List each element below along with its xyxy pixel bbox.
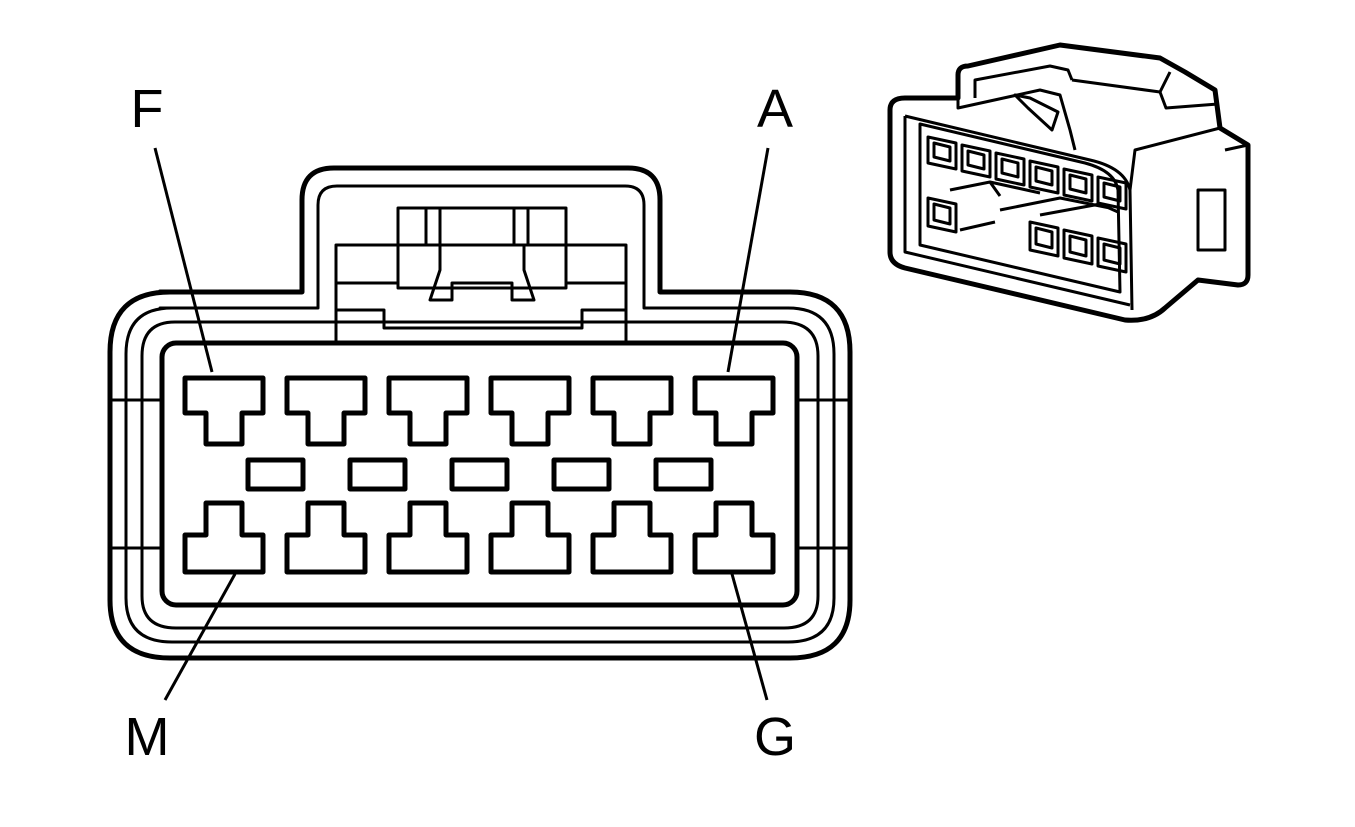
- terminal-cavity-panel: [159, 340, 800, 608]
- iso-cavity-top: [1096, 175, 1128, 211]
- separator-slot: [551, 457, 612, 492]
- leader-line-f: [153, 147, 214, 373]
- iso-terminal-cavities: [926, 135, 1128, 274]
- separator-slot: [245, 457, 306, 492]
- terminal-cavity-top: [590, 375, 674, 447]
- terminal-cavity-top: [692, 375, 776, 447]
- iso-cavity-bottom: [1028, 220, 1060, 258]
- separator-slot: [653, 457, 714, 492]
- iso-cavity-bottom: [926, 196, 958, 234]
- pin-label-a: A: [757, 79, 793, 139]
- iso-cavity-top: [960, 143, 992, 179]
- terminal-cavity-bottom: [590, 500, 674, 575]
- iso-cavity-top: [994, 151, 1026, 187]
- leader-line-a: [726, 147, 770, 373]
- iso-cavity-top: [926, 135, 958, 171]
- connector-isometric-view: [887, 42, 1251, 323]
- connector-housing-ridge: [124, 184, 836, 644]
- pin-label-f: F: [131, 79, 164, 139]
- separator-slots: [245, 457, 714, 492]
- separator-slot: [449, 457, 510, 492]
- pin-label-g: G: [754, 707, 796, 767]
- terminal-cavity-top: [488, 375, 572, 447]
- terminal-array: [182, 375, 776, 575]
- terminal-cavity-top: [284, 375, 368, 447]
- iso-body-outline: [887, 42, 1251, 323]
- iso-cavity-bottom: [1096, 236, 1128, 274]
- leader-line-m: [163, 573, 237, 701]
- terminal-cavity-bottom: [182, 500, 266, 575]
- connector-outer-housing: [107, 165, 853, 661]
- iso-cavity-bottom: [1062, 228, 1094, 266]
- locking-latch: [334, 206, 628, 343]
- leader-line-g: [730, 573, 769, 701]
- terminal-cavity-top: [386, 375, 470, 447]
- connector-inner-ring: [140, 320, 820, 630]
- separator-slot: [347, 457, 408, 492]
- terminal-cavity-bottom: [386, 500, 470, 575]
- connector-face-view: [107, 165, 853, 661]
- terminal-cavity-bottom: [284, 500, 368, 575]
- iso-center-ribs: [949, 180, 1119, 232]
- pin-label-group: F A M G: [125, 79, 797, 767]
- terminal-cavity-top: [182, 375, 266, 447]
- iso-cavity-top: [1028, 159, 1060, 195]
- terminal-cavity-bottom: [488, 500, 572, 575]
- iso-cavity-top: [1062, 167, 1094, 203]
- terminal-cavity-bottom: [692, 500, 776, 575]
- pin-label-m: M: [125, 707, 170, 767]
